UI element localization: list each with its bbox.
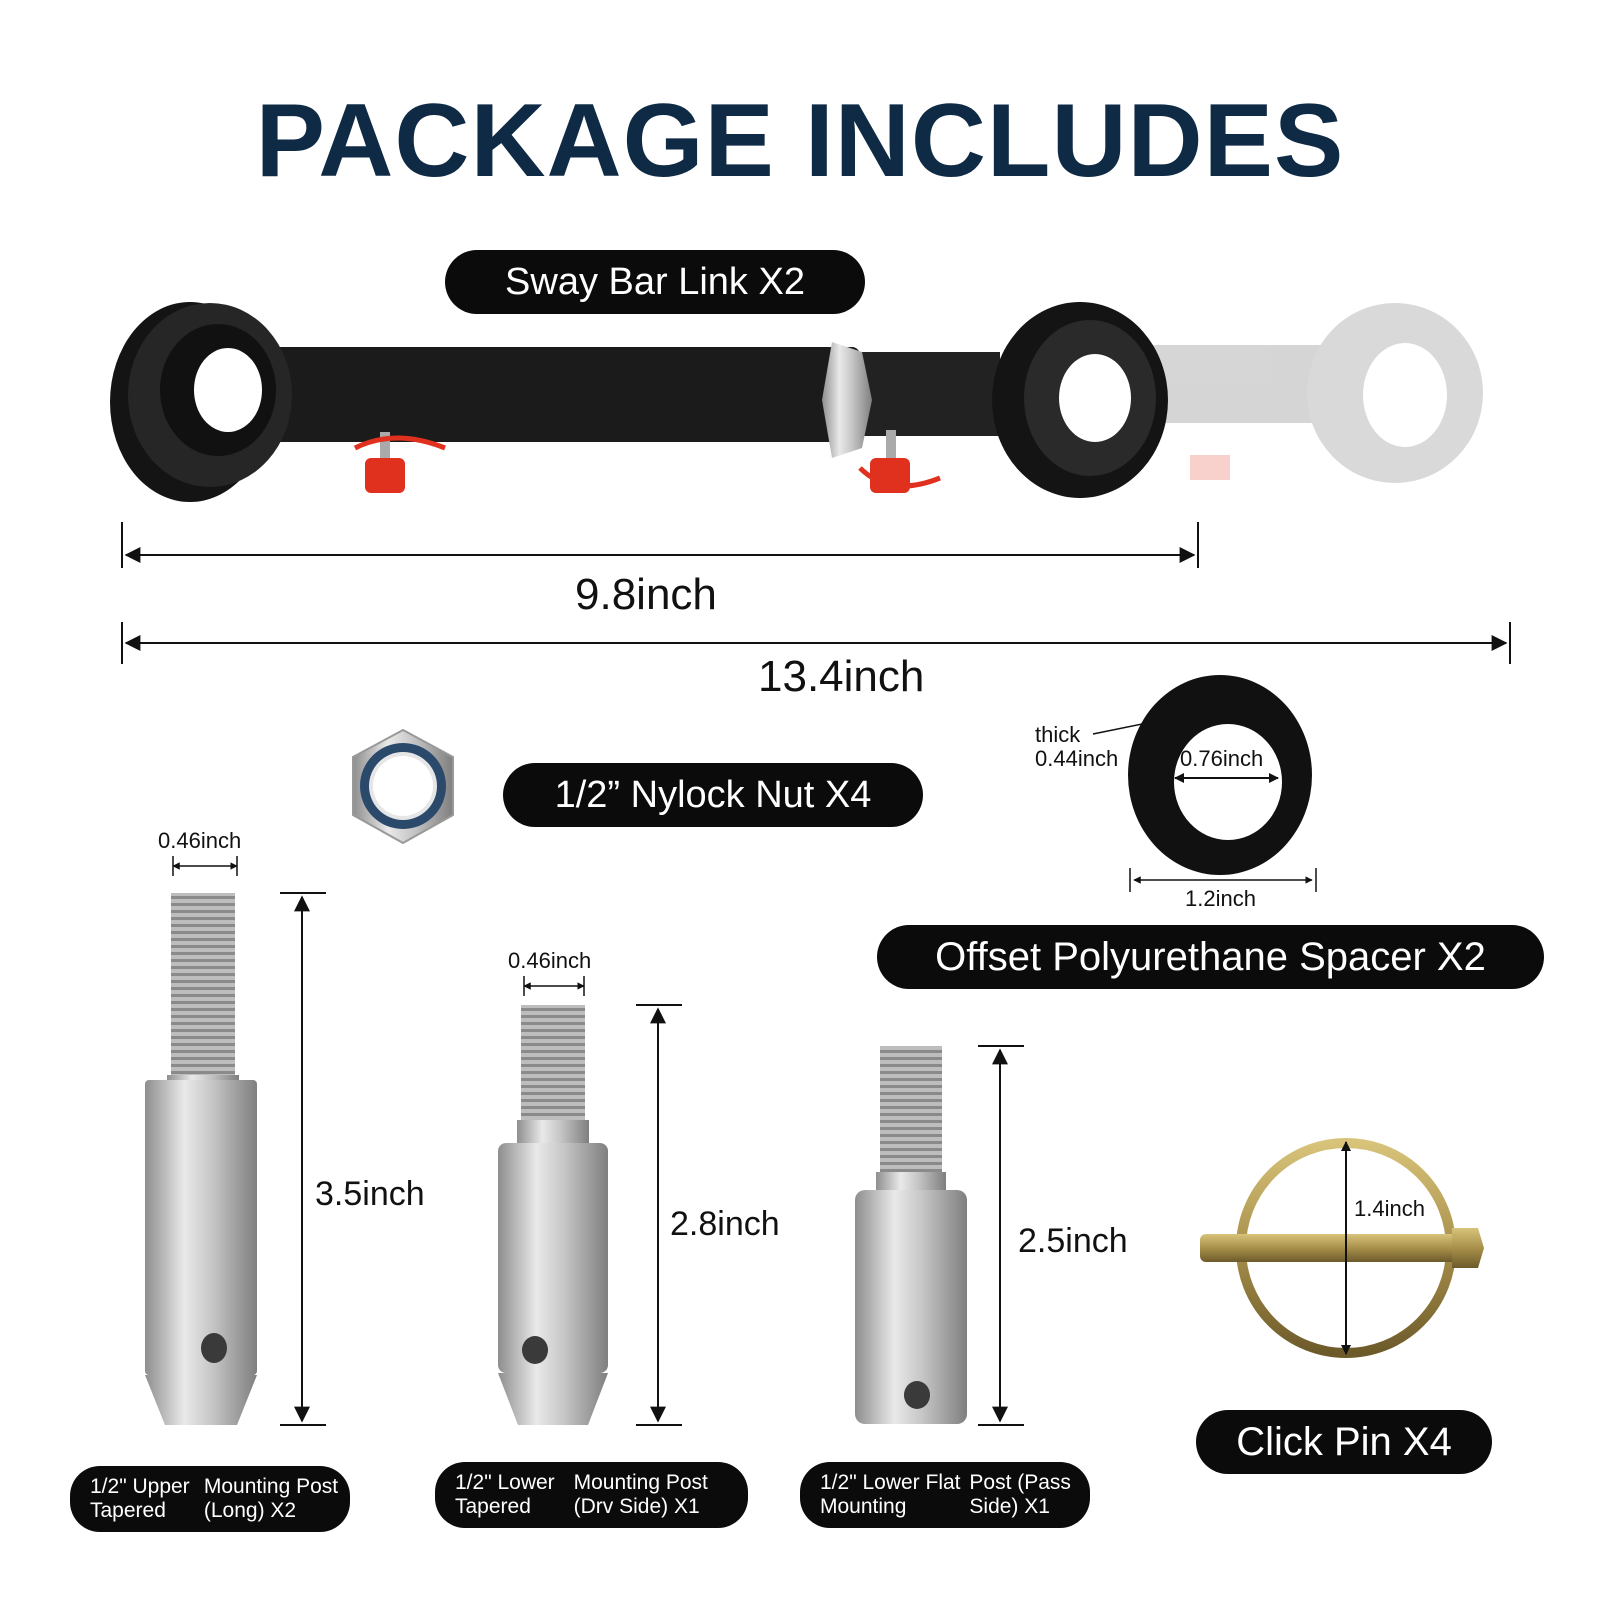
lower-flat-post-image xyxy=(855,1045,1024,1426)
lower-tapered-length: 2.8inch xyxy=(670,1205,780,1243)
lower-tapered-thread-width: 0.46inch xyxy=(508,948,592,973)
spacer-inner-diameter: 0.76inch xyxy=(1180,746,1264,771)
link-dimension-lines xyxy=(121,522,1511,664)
lower-flat-post-label-line1: 1/2" Lower Flat Mounting xyxy=(820,1471,961,1518)
lower-tapered-post-label: 1/2" Lower Tapered Mounting Post (Drv Si… xyxy=(435,1462,748,1528)
lower-flat-post-label: 1/2" Lower Flat Mounting Post (Pass Side… xyxy=(800,1462,1090,1528)
click-pin-label: Click Pin X4 xyxy=(1196,1410,1492,1474)
spacer-label: Offset Polyurethane Spacer X2 xyxy=(877,925,1544,989)
nylock-nut-image xyxy=(352,728,454,845)
link-click-pin-1 xyxy=(353,432,446,493)
page-title: PACKAGE INCLUDES xyxy=(255,83,1345,199)
link-click-pin-2 xyxy=(858,430,941,493)
spacer-outer-diameter: 1.2inch xyxy=(1185,886,1256,911)
lower-tapered-post-label-line2: Mounting Post (Drv Side) X1 xyxy=(573,1471,708,1518)
upper-post-length: 3.5inch xyxy=(315,1175,425,1213)
lower-flat-length: 2.5inch xyxy=(1018,1222,1128,1260)
nylock-nut-label: 1/2” Nylock Nut X4 xyxy=(503,763,923,827)
spacer-thickness: 0.44inch xyxy=(1035,746,1119,771)
sway-bar-link-extended-ghost xyxy=(1150,303,1483,483)
upper-post-label-line2: Mounting Post (Long) X2 xyxy=(203,1475,339,1522)
link-short-length: 9.8inch xyxy=(575,570,717,619)
upper-tapered-post-image xyxy=(145,856,326,1426)
sway-bar-link-image xyxy=(110,302,1168,502)
link-long-length: 13.4inch xyxy=(758,652,925,701)
sway-bar-link-label: Sway Bar Link X2 xyxy=(445,250,865,314)
lower-flat-post-label-line2: Post (Pass Side) X1 xyxy=(969,1471,1071,1518)
lower-tapered-post-label-line1: 1/2" Lower Tapered xyxy=(455,1471,555,1518)
upper-post-label: 1/2" Upper Tapered Mounting Post (Long) … xyxy=(70,1466,350,1532)
click-pin-image xyxy=(1200,1138,1484,1358)
polyurethane-spacer-image xyxy=(1092,675,1317,892)
upper-post-thread-width: 0.46inch xyxy=(158,828,242,853)
upper-post-label-line1: 1/2" Upper Tapered xyxy=(90,1475,190,1522)
spacer-thick-label: thick xyxy=(1035,722,1081,747)
lower-tapered-post-image xyxy=(498,976,682,1426)
click-pin-ring-diameter: 1.4inch xyxy=(1354,1196,1425,1221)
